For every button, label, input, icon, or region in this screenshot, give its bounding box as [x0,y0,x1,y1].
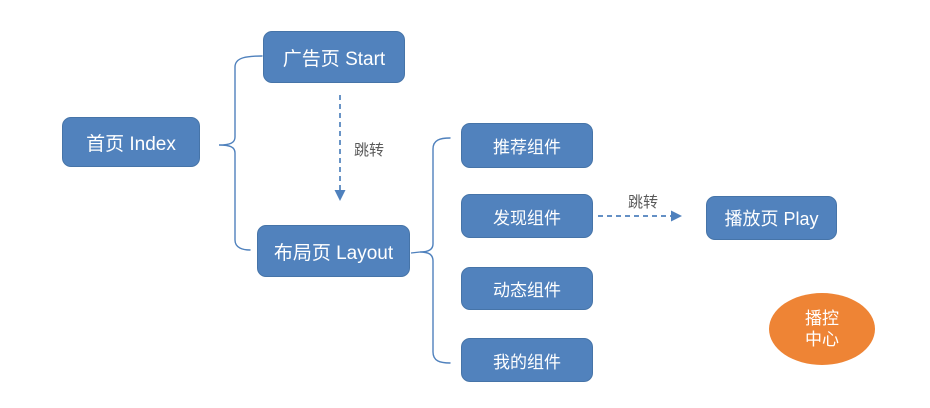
brace-index-to-pages [218,55,263,251]
node-play: 播放页 Play [706,196,837,240]
node-layout: 布局页 Layout [257,225,410,277]
arrowhead-discover-to-play [671,210,682,222]
play-control-line1: 播控 [805,309,839,328]
node-discover-component: 发现组件 [461,194,593,238]
node-mine-component: 我的组件 [461,338,593,382]
node-recommend-component: 推荐组件 [461,123,593,168]
brace-layout-to-components [419,137,451,364]
node-dynamic-component: 动态组件 [461,267,593,310]
connector-layout-brace-tick [410,251,421,254]
node-index: 首页 Index [62,117,200,167]
node-start: 广告页 Start [263,31,405,83]
edge-label-discover-to-play: 跳转 [628,194,659,211]
arrowhead-start-to-layout [334,190,346,201]
play-control-center-ellipse: 播控 中心 [769,293,875,365]
edge-label-start-to-layout: 跳转 [354,142,385,159]
play-control-line2: 中心 [805,330,839,349]
